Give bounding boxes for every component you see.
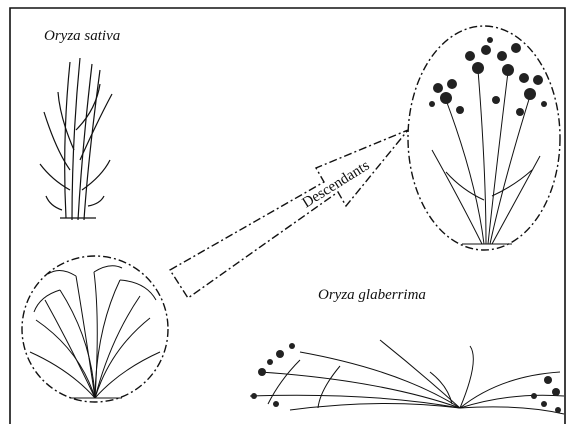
bushy-rice-plant-icon xyxy=(30,266,160,398)
descendant-plant-circle xyxy=(408,26,560,250)
spreading-panicle-clusters xyxy=(251,343,561,413)
sativa-label: Oryza sativa xyxy=(44,28,120,45)
spreading-rice-plant-icon xyxy=(250,340,564,414)
sativa-plant-icon xyxy=(40,58,112,220)
glaberrima-label: Oryza glaberrima xyxy=(318,287,426,304)
descendants-arrow xyxy=(170,130,408,298)
arrow-label: Descendants xyxy=(300,158,373,212)
